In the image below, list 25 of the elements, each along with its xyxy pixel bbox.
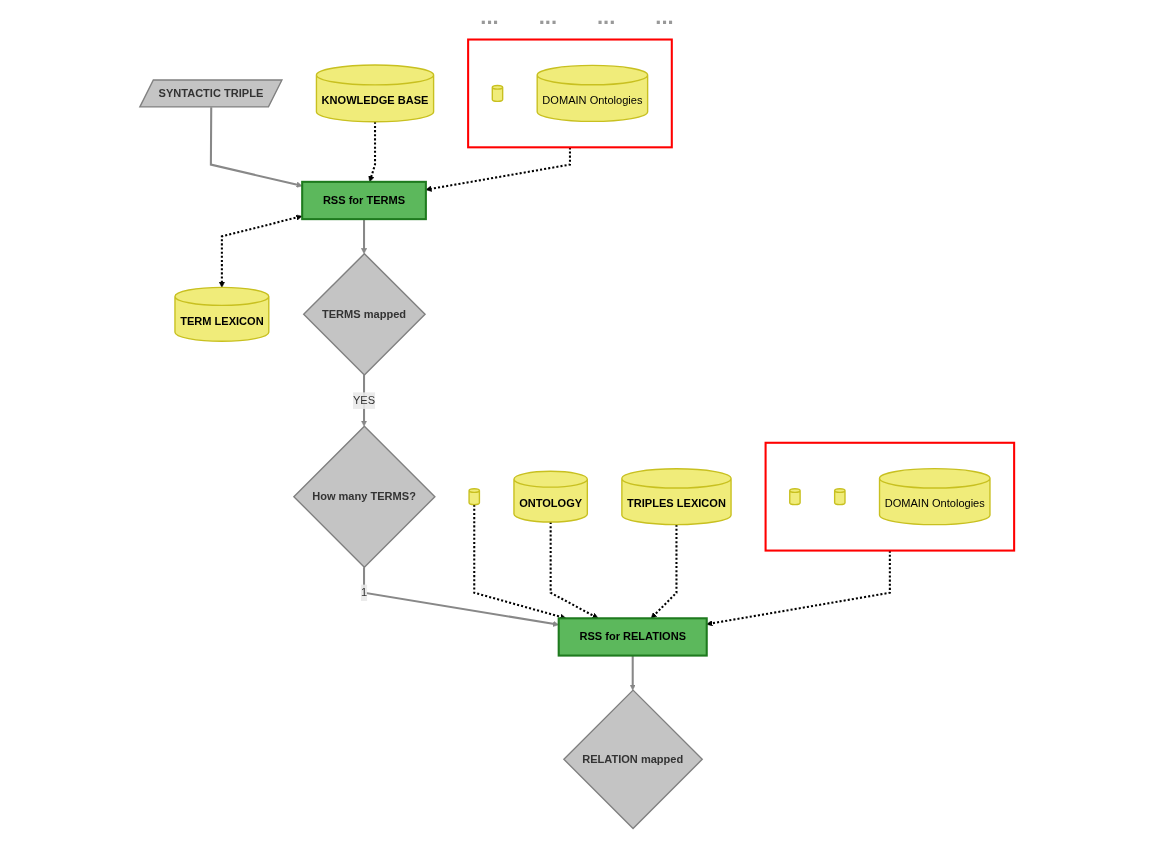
- arrow: [650, 524, 678, 619]
- arrow: [473, 504, 567, 620]
- arrow: [209, 107, 303, 188]
- node-box: RSS for RELATIONS: [557, 617, 708, 657]
- node-cylinder: [833, 488, 846, 506]
- edge-label: 1: [360, 586, 368, 599]
- node-cylinder: [789, 488, 801, 506]
- ellipsis-text: ...: [538, 4, 557, 30]
- node-cylinder: [491, 84, 504, 103]
- node-diamond: RELATION mapped: [562, 689, 704, 830]
- ellipsis-text: ...: [597, 4, 616, 30]
- ellipsis-text: ...: [480, 4, 499, 30]
- node-box: RSS for TERMS: [301, 180, 427, 221]
- arrow: [629, 655, 636, 691]
- node-diamond: TERMS mapped: [302, 252, 427, 377]
- cluster: [467, 38, 673, 149]
- arrow: [218, 214, 303, 288]
- node-diamond: How many TERMS?: [292, 425, 436, 569]
- edge-label: YES: [352, 394, 376, 407]
- cluster: [764, 441, 1016, 552]
- arrow: [361, 219, 368, 254]
- arrow: [549, 522, 599, 619]
- arrow: [363, 567, 559, 627]
- ellipsis-text: ...: [655, 4, 674, 30]
- node-cylinder: [468, 488, 481, 506]
